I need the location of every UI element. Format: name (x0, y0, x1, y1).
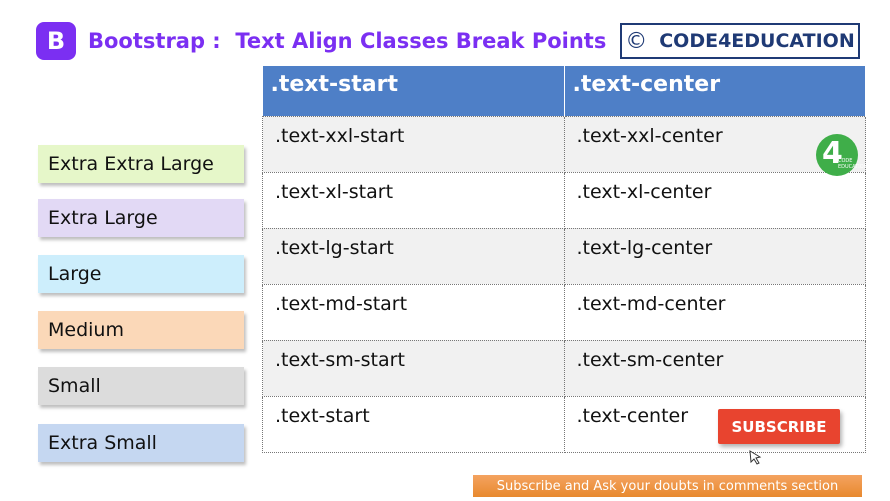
breakpoint-label-xl: Extra Large (38, 199, 244, 237)
code4education-badge-icon: 4 CODE EDUCATION (816, 134, 867, 176)
table-cell: .text-start (262, 395, 565, 453)
breakpoint-label-md: Medium (38, 311, 244, 349)
column-header-start: .text-start (262, 66, 565, 116)
bootstrap-logo-icon: B (36, 22, 76, 60)
table-row: .text-start .text-center (262, 395, 866, 453)
table-row: .text-sm-start .text-sm-center (262, 339, 866, 397)
header: B Bootstrap : Text Align Classes Break P… (36, 22, 606, 60)
breakpoint-label-xxl: Extra Extra Large (38, 145, 244, 183)
table-cell: .text-sm-start (262, 339, 565, 397)
subscribe-button[interactable]: SUBSCRIBE (718, 409, 840, 444)
classes-table: .text-start .text-center .text-xxl-start… (262, 66, 866, 453)
table-header-row: .text-start .text-center (262, 66, 866, 116)
table-cell: .text-xl-center (563, 171, 866, 229)
table-row: .text-lg-start .text-lg-center (262, 227, 866, 285)
table-cell: .text-xxl-start (262, 115, 565, 173)
comments-banner: Subscribe and Ask your doubts in comment… (473, 475, 862, 497)
brand-box: © CODE4EDUCATION (620, 23, 860, 59)
page-title: Bootstrap : Text Align Classes Break Poi… (88, 29, 607, 53)
badge-text: CODE EDUCATION (838, 158, 868, 170)
hand-cursor-icon (749, 450, 762, 465)
table-cell: .text-xxl-center (563, 115, 866, 173)
breakpoint-label-sm: Small (38, 367, 244, 405)
table-cell: .text-md-center (563, 283, 866, 341)
table-row: .text-md-start .text-md-center (262, 283, 866, 341)
table-cell: .text-xl-start (262, 171, 565, 229)
breakpoint-label-xs: Extra Small (38, 424, 244, 462)
brand-name: CODE4EDUCATION (659, 30, 855, 52)
table-row: .text-xl-start .text-xl-center (262, 171, 866, 229)
breakpoint-labels: Extra Extra Large Extra Large Large Medi… (38, 0, 248, 501)
badge-digit: 4 (822, 136, 843, 171)
breakpoint-label-lg: Large (38, 255, 244, 293)
column-header-center: .text-center (564, 66, 866, 116)
table-cell: .text-lg-start (262, 227, 565, 285)
table-cell: .text-sm-center (563, 339, 866, 397)
table-cell: .text-lg-center (563, 227, 866, 285)
copyright-icon: © (625, 28, 648, 54)
table-row: .text-xxl-start .text-xxl-center (262, 115, 866, 173)
table-cell: .text-md-start (262, 283, 565, 341)
